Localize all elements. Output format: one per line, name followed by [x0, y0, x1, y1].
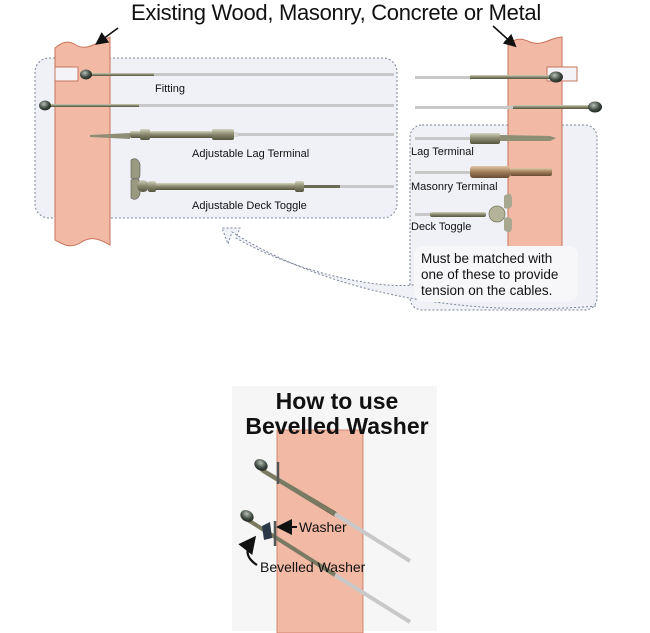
- label-deck-toggle: Deck Toggle: [411, 221, 472, 233]
- bevelled-washer-pointer-arrow: [238, 535, 258, 566]
- label-masonry-terminal: Masonry Terminal: [411, 181, 498, 193]
- left-post: [54, 36, 111, 247]
- note-bubble: [414, 246, 578, 302]
- howto-rod-bottom: [240, 510, 412, 624]
- right-cable-row-3-lag: [415, 133, 556, 144]
- right-cable-row-5-toggle: [415, 193, 512, 233]
- note-line-2: one of these to provide: [421, 267, 559, 282]
- left-cable-row-3-lag: [90, 129, 394, 140]
- cap-nut-icon: [240, 510, 254, 522]
- left-cable-row-2: [39, 100, 394, 111]
- cap-nut-icon: [549, 71, 563, 83]
- howto-title-line-1: How to use: [275, 388, 399, 414]
- heading-arrow-right: [492, 25, 517, 48]
- howto-title: How to use Bevelled Washer: [232, 389, 442, 439]
- cap-nut-icon: [254, 459, 268, 471]
- right-cable-row-2: [415, 101, 602, 113]
- left-fitting-cutout: [54, 66, 79, 82]
- cap-nut-icon: [588, 101, 602, 113]
- cap-nut-icon: [39, 100, 51, 111]
- left-cable-row-4-toggle: [130, 158, 394, 200]
- howto-rod-top: [254, 459, 412, 563]
- note-line-1: Must be matched with: [421, 251, 553, 266]
- cap-nut-icon: [80, 69, 92, 80]
- label-bevelled-washer: Bevelled Washer: [260, 559, 366, 575]
- label-washer: Washer: [299, 519, 347, 535]
- heading-arrow-left: [95, 27, 119, 45]
- howto-post: [276, 429, 364, 633]
- label-fitting: Fitting: [155, 83, 185, 95]
- howto-title-line-2: Bevelled Washer: [245, 413, 429, 439]
- right-cable-row-4-masonry: [415, 166, 552, 178]
- label-lag-terminal: Lag Terminal: [411, 146, 474, 158]
- label-adjustable-lag-terminal: Adjustable Lag Terminal: [192, 148, 310, 160]
- label-adjustable-deck-toggle: Adjustable Deck Toggle: [192, 200, 307, 212]
- diagram-heading: Existing Wood, Masonry, Concrete or Meta…: [131, 0, 541, 25]
- left-cable-row-1: [80, 69, 394, 80]
- note-text: Must be matched with one of these to pro…: [421, 251, 558, 299]
- bevelled-washer-icon: [262, 522, 272, 540]
- right-cable-row-1: [415, 71, 563, 83]
- note-line-3: tension on the cables.: [421, 283, 553, 298]
